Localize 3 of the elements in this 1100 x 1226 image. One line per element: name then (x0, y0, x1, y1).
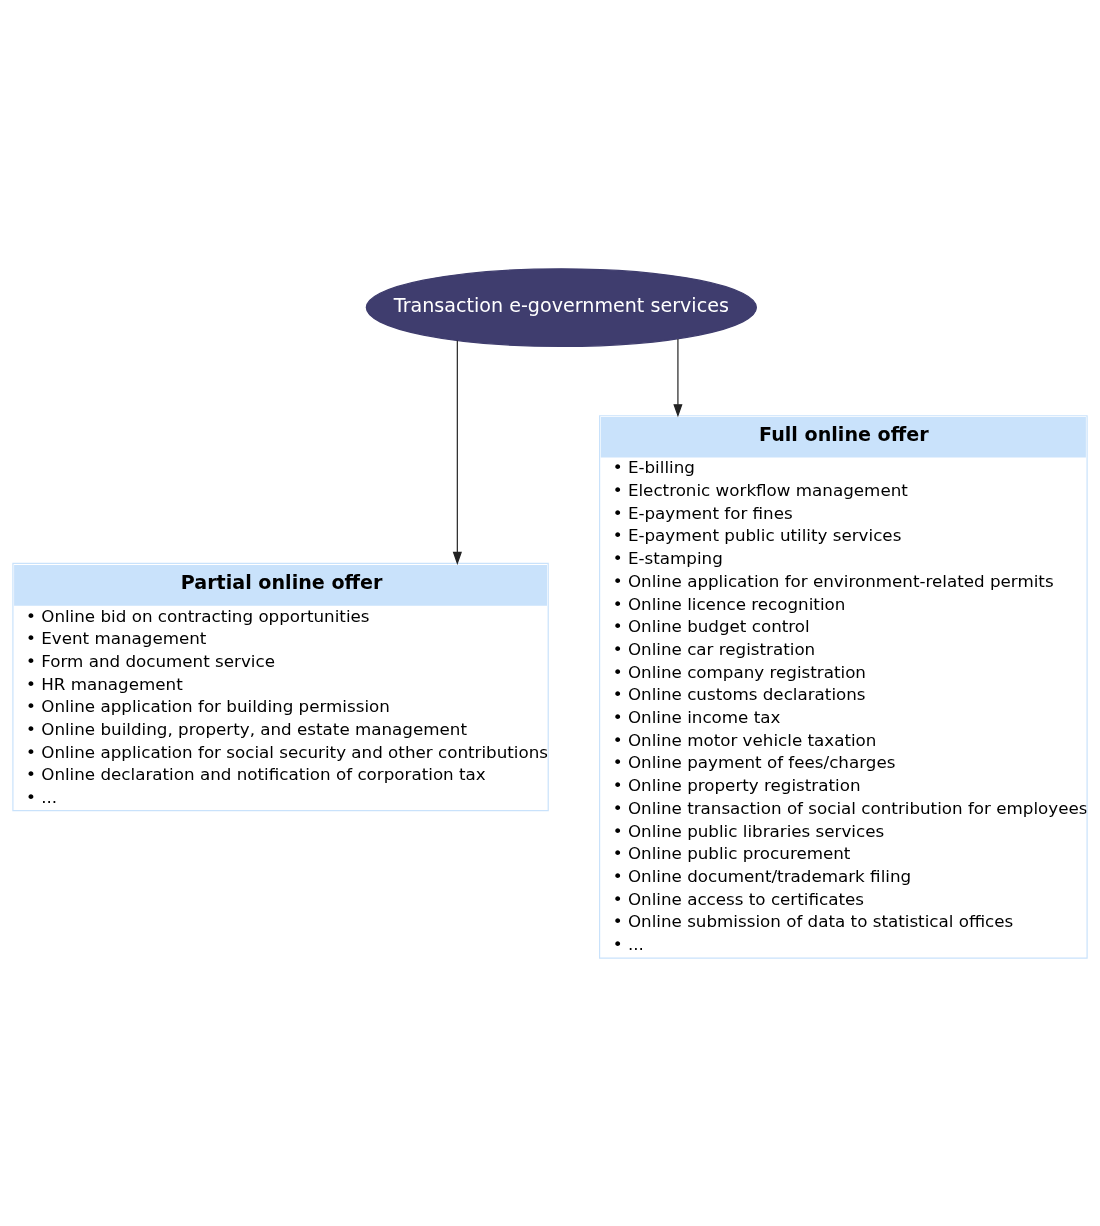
arrow (452, 339, 462, 565)
arrow (673, 337, 683, 417)
node-ellipse: Transaction e-government services (365, 267, 757, 347)
